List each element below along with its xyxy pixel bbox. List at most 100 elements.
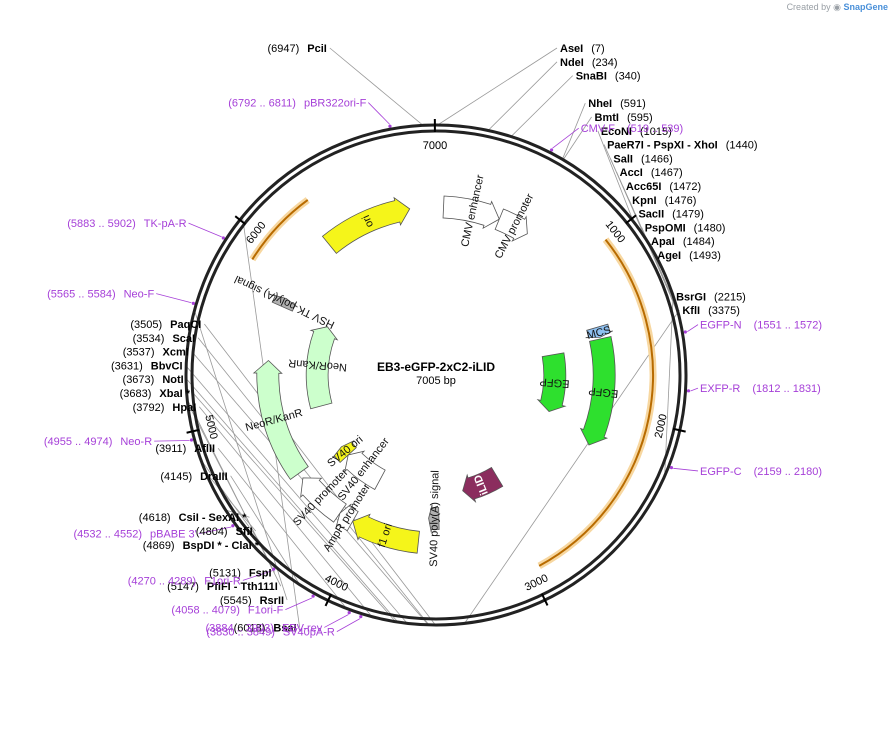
- primer-range: (4532 .. 4552): [74, 529, 143, 541]
- enzyme-site-noti[interactable]: (3673)NotI: [123, 374, 184, 386]
- primer-name: EGFP-N: [700, 320, 742, 332]
- enzyme-site-aflii[interactable]: (3911)AflII: [155, 443, 215, 455]
- primer-site-pbr322ori-f[interactable]: (6792 .. 6811) pBR322ori-F: [228, 98, 366, 110]
- enzyme-site-pspomi[interactable]: PspOMI(1480): [645, 222, 726, 234]
- primer-leader-pbabe-3: [198, 526, 232, 535]
- enzyme-site-paqci[interactable]: (3505)PaqCI: [130, 319, 201, 331]
- enzyme-position: (4869): [143, 540, 175, 552]
- enzyme-position: (3911): [155, 443, 186, 455]
- primer-site-neo-f[interactable]: (5565 .. 5584)Neo-F: [47, 289, 154, 301]
- primer-leader-egfp-c: [673, 467, 699, 472]
- enzyme-site-bspdi-clai[interactable]: (4869)BspDI * - ClaI *: [143, 540, 260, 552]
- enzyme-site-csii-sexai[interactable]: (4618)CsiI - SexAI *: [139, 512, 247, 524]
- enzyme-name: NdeI: [560, 57, 584, 69]
- feature-ilid-6[interactable]: [462, 466, 504, 504]
- primer-site-f1ori-f[interactable]: (4058 .. 4079)F1ori-F: [171, 605, 283, 617]
- enzyme-site-sacii[interactable]: SacII(1479): [638, 209, 703, 221]
- enzyme-site-xbai[interactable]: (3683)XbaI *: [120, 388, 191, 400]
- primer-site-pbabe-3[interactable]: (4532 .. 4552)pBABE 3': [74, 529, 197, 541]
- credit-brand: SnapGene: [843, 2, 888, 12]
- primer-range: (6792 .. 6811): [228, 98, 296, 110]
- feature-sv40-promoter-10[interactable]: [300, 477, 347, 523]
- primer-mark-sv40pa-r: [359, 614, 363, 619]
- feature-egfp-4[interactable]: [579, 336, 616, 446]
- primer-site-sv40pa-r[interactable]: (3830 .. 3849)SV40pA-R: [206, 627, 335, 639]
- feature-ampr-promoter-9[interactable]: [335, 503, 359, 532]
- enzyme-site-fspi[interactable]: (5131)FspI: [209, 567, 271, 579]
- enzyme-site-acci[interactable]: AccI(1467): [620, 167, 683, 179]
- enzyme-site-acc65i[interactable]: Acc65I(1472): [626, 181, 701, 193]
- enzyme-site-kfli[interactable]: KflI(3375): [682, 305, 740, 317]
- enzyme-site-pflfi-tth111i[interactable]: (5147)PflFI - Tth111I: [167, 581, 278, 593]
- feature-label-sv40-poly-a-signal: SV40 poly(A) signal: [428, 470, 442, 567]
- feature-neor-kanr-13[interactable]: [252, 359, 309, 481]
- enzyme-site-apai[interactable]: ApaI(1484): [651, 236, 715, 248]
- enzyme-site-hpai[interactable]: (3792)HpaI: [133, 402, 197, 414]
- primer-site-tk-pa-r[interactable]: (5883 .. 5902)TK-pA-R: [67, 218, 186, 230]
- enzyme-site-agei[interactable]: AgeI(1493): [657, 250, 721, 262]
- leader-lines: [154, 47, 699, 633]
- enzyme-site-kpni[interactable]: KpnI(1476): [632, 195, 696, 207]
- primer-mark-tk-pa-r: [221, 236, 225, 240]
- enzyme-site-sfii[interactable]: (4804)SfiI: [196, 526, 253, 538]
- primer-mark-egfp-n: [683, 330, 687, 334]
- feature-egfp-5[interactable]: [536, 352, 567, 413]
- enzyme-site-xcmi[interactable]: (3537)XcmI: [123, 347, 189, 359]
- enzyme-site-pcii[interactable]: (6947)PciI: [267, 43, 326, 55]
- enzyme-site-paer7i-pspxi-xhoi[interactable]: PaeR7I - PspXI - XhoI(1440): [607, 140, 757, 152]
- feature-f1-ori-8[interactable]: [352, 513, 420, 554]
- enzyme-site-bbvci[interactable]: (3631)BbvCI: [111, 360, 183, 372]
- primer-leader-neo-r: [154, 440, 190, 442]
- enzyme-leader-pflfi-tth111i: [186, 398, 282, 587]
- primer-site-cmv-f[interactable]: CMV-F(519 .. 539): [581, 123, 684, 135]
- feature-ori-0[interactable]: [321, 196, 411, 254]
- feature-label-egfp: EGFP: [588, 384, 619, 399]
- enzyme-leader-bbvci: [185, 365, 408, 624]
- orf-arc-0: [538, 238, 654, 567]
- enzyme-site-bsrgi[interactable]: BsrGI(2215): [676, 291, 746, 303]
- enzyme-site-bmti[interactable]: BmtI(595): [595, 112, 653, 124]
- enzyme-name: NheI: [588, 98, 612, 110]
- feature-mcs-3[interactable]: [585, 323, 613, 339]
- enzyme-site-econi[interactable]: EcoNI(1015): [601, 126, 672, 138]
- primer-site-f1ori-r[interactable]: (4270 .. 4289)F1ori-R: [128, 575, 241, 587]
- enzyme-site-ndei[interactable]: NdeI(234): [560, 57, 618, 69]
- enzyme-site-asei[interactable]: AseI(7): [560, 43, 605, 55]
- primer-site-egfp-c[interactable]: EGFP-C(2159 .. 2180): [700, 466, 822, 478]
- tick-mark-4000: [324, 593, 333, 607]
- primer-site-neo-r[interactable]: (4955 .. 4974)Neo-R: [44, 436, 152, 448]
- enzyme-site-bsai[interactable]: (6018)BsaI: [234, 623, 297, 635]
- feature-neor-kanr-14[interactable]: [305, 326, 339, 410]
- enzyme-site-draiii[interactable]: (4145)DraIII: [160, 471, 227, 483]
- enzyme-site-snabi[interactable]: SnaBI(340): [576, 71, 641, 83]
- enzyme-site-sali[interactable]: SalI(1466): [613, 153, 672, 165]
- primer-range: (2159 .. 2180): [754, 466, 823, 478]
- primer-site-egfp-n[interactable]: EGFP-N(1551 .. 1572): [700, 320, 822, 332]
- enzyme-name: SacII: [638, 209, 664, 221]
- feature-cmv-promoter-2[interactable]: [494, 208, 528, 242]
- primer-mark-neo-r: [189, 438, 194, 442]
- feature-sv40-poly-a-signal-7[interactable]: [428, 504, 440, 533]
- enzyme-leader-bmti: [562, 116, 592, 160]
- enzyme-name: XbaI *: [159, 388, 190, 400]
- enzyme-position: (3505): [130, 319, 162, 331]
- feature-hsv-tk-poly-a-signal-15[interactable]: [271, 294, 298, 312]
- enzyme-name: SalI: [613, 153, 633, 165]
- feature-sv40-ori-11[interactable]: [332, 440, 357, 463]
- enzyme-site-scai[interactable]: (3534)ScaI: [133, 333, 195, 345]
- enzyme-name: NotI: [162, 374, 183, 386]
- primer-name: pBR322ori-F: [304, 98, 367, 110]
- enzyme-site-nhei[interactable]: NheI(591): [588, 98, 646, 110]
- enzyme-leader-paqci: [204, 323, 436, 626]
- enzyme-site-rsrii[interactable]: (5545)RsrII: [220, 595, 284, 607]
- tick-mark-6000: [234, 215, 247, 226]
- primer-leader-sv40pa-r: [336, 618, 361, 633]
- primer-site-ebv-rev[interactable]: (3884 .. 3903)EBV-rev: [205, 622, 322, 634]
- enzyme-leader-kfli: [464, 309, 680, 624]
- enzyme-leader-asei: [437, 47, 558, 126]
- enzyme-name: CsiI - SexAI *: [179, 512, 248, 524]
- enzyme-name: PspOMI: [645, 222, 686, 234]
- primer-site-exfp-r[interactable]: EXFP-R(1812 .. 1831): [700, 383, 821, 395]
- enzyme-position: (1493): [689, 250, 721, 262]
- feature-sv40-enhancer-12[interactable]: [344, 450, 386, 491]
